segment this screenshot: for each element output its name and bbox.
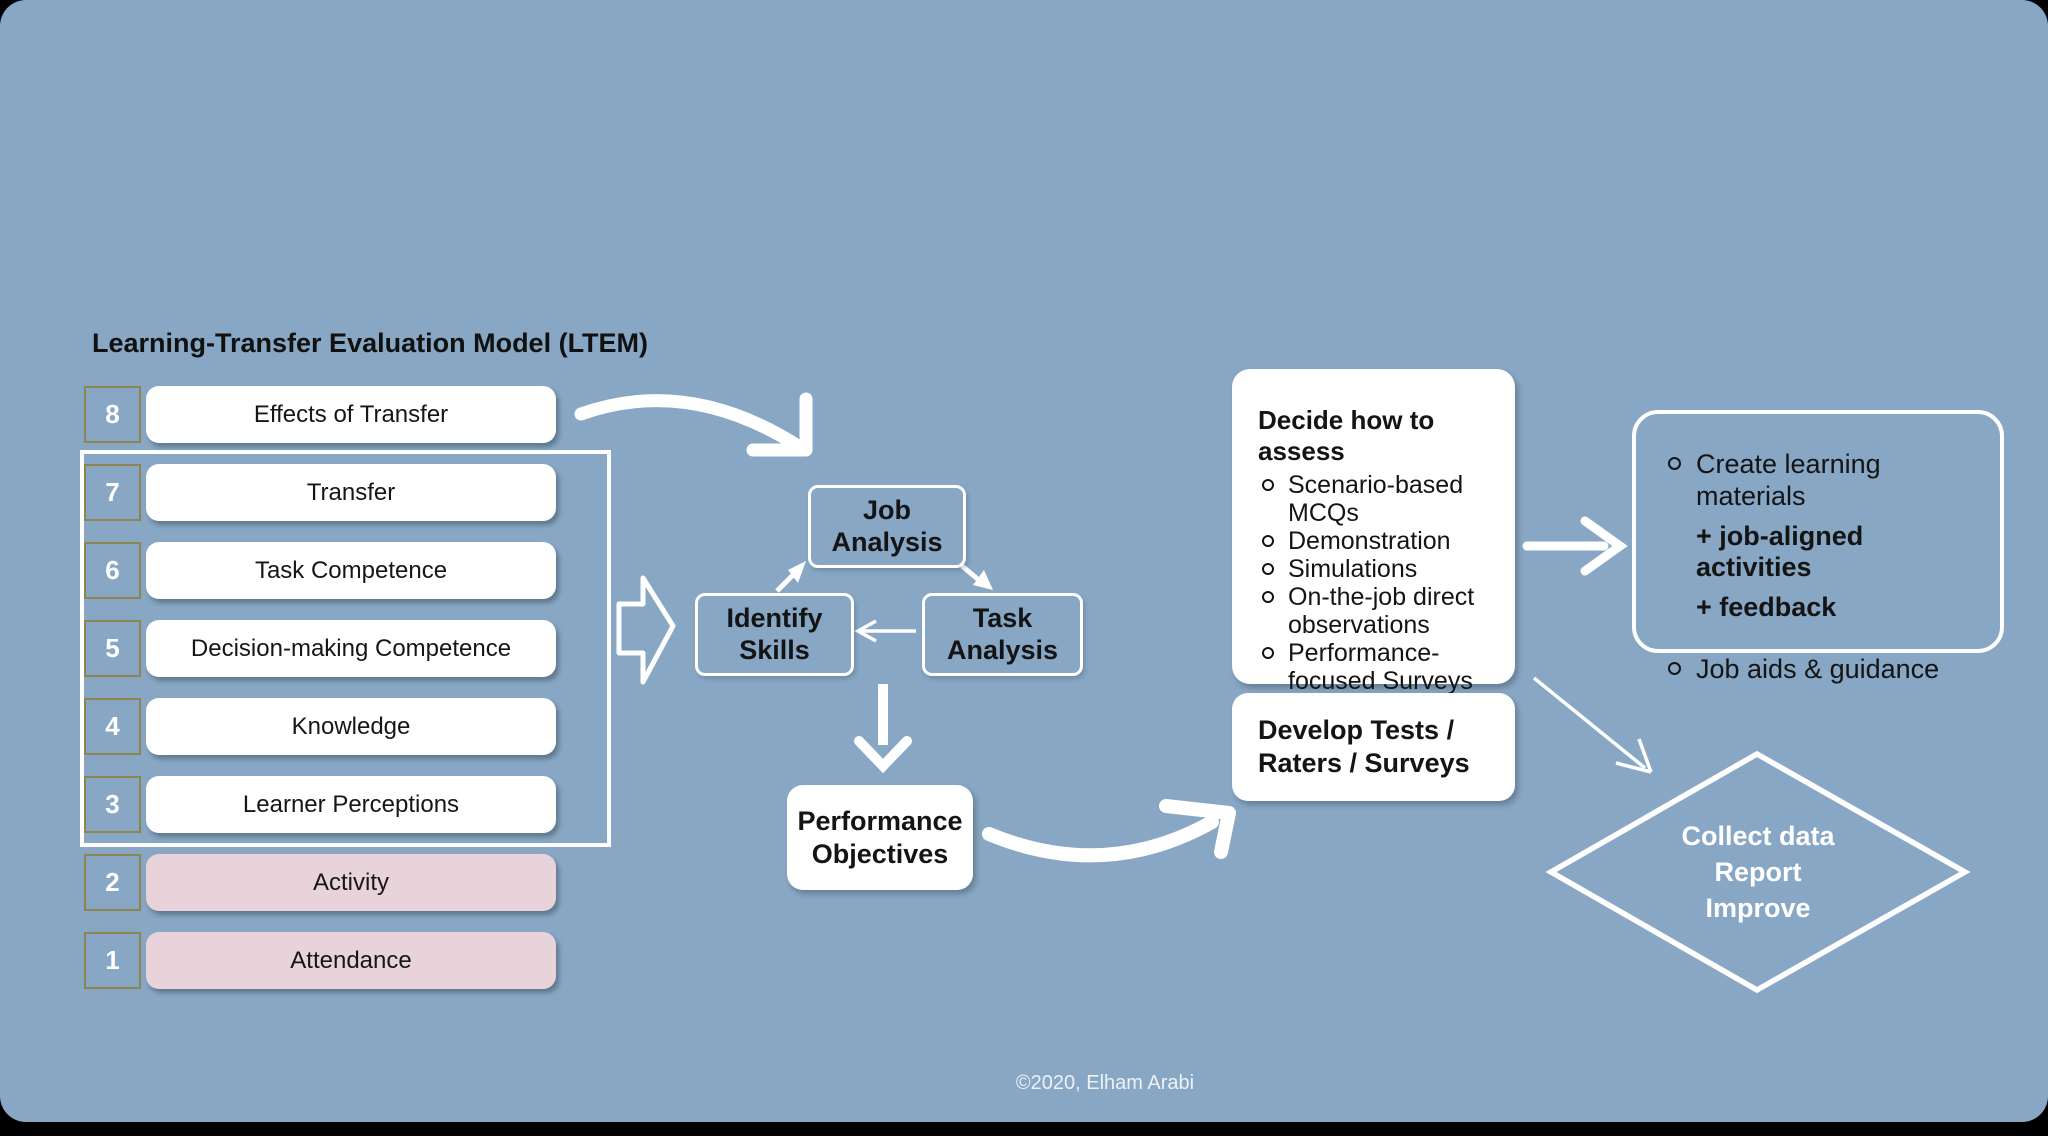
block-arrow-right-icon [616, 575, 676, 685]
materials-bold-line: + feedback [1696, 592, 1837, 622]
arrow-job-to-task-head-icon [973, 570, 993, 590]
diagram-title: Learning-Transfer Evaluation Model (LTEM… [92, 328, 649, 358]
circle-bullet-icon [1262, 647, 1274, 659]
decide-title: Decide how to assess [1258, 405, 1435, 466]
circle-bullet-icon [1668, 457, 1681, 470]
circle-bullet-icon [1262, 535, 1274, 547]
arrow-decide-to-create-head-icon [1580, 516, 1628, 576]
materials-item-label: Create learning materials [1696, 449, 1881, 511]
create-materials-box: Create learning materials + job-aligned … [1632, 410, 2004, 684]
level-6-badge: 6 [84, 542, 141, 599]
list-item: Scenario-based MCQs [1258, 471, 1499, 527]
curved-arrow-effects-to-job-icon [574, 394, 805, 453]
circle-bullet-icon [1262, 563, 1274, 575]
level-6-box: Task Competence [146, 542, 556, 599]
arrow-down-to-performance-head-icon [854, 736, 912, 774]
job-analysis-box: Job Analysis [808, 485, 966, 568]
circle-bullet-icon [1668, 662, 1681, 675]
level-5-badge: 5 [84, 620, 141, 677]
arrow-to-diamond-head-icon [1615, 738, 1653, 774]
arrow-to-diamond-icon [1532, 676, 1647, 770]
curved-arrow-performance-to-develop-icon [982, 815, 1219, 863]
circle-bullet-icon [1262, 591, 1274, 603]
diamond-line: Improve [1705, 893, 1811, 923]
level-5-box: Decision-making Competence [146, 620, 556, 677]
arrow-identify-to-job-icon [775, 571, 797, 593]
list-item: Create learning materials [1664, 448, 1986, 512]
level-4-badge: 4 [84, 698, 141, 755]
list-item: On-the-job direct observations [1258, 583, 1499, 639]
arrow-task-to-identify-head-icon [854, 619, 877, 643]
diamond-collect-data-label: Collect data Report Improve [1608, 818, 1908, 926]
develop-tests-box: Develop Tests / Raters / Surveys [1232, 693, 1515, 801]
arrow-job-to-task-icon [960, 564, 982, 583]
assess-item-label: Simulations [1288, 555, 1418, 583]
level-3-box: Learner Perceptions [146, 776, 556, 833]
arrow-identify-to-job-head-icon [788, 561, 806, 583]
level-1-badge: 1 [84, 932, 141, 989]
circle-bullet-icon [1262, 479, 1274, 491]
level-3-badge: 3 [84, 776, 141, 833]
develop-tests-label: Develop Tests / Raters / Surveys [1258, 715, 1470, 778]
level-4-box: Knowledge [146, 698, 556, 755]
assess-item-label: Demonstration [1288, 527, 1451, 555]
level-8-badge: 8 [84, 386, 141, 443]
assess-item-label: Scenario-based MCQs [1288, 471, 1464, 527]
list-item: Performance-focused Surveys [1258, 639, 1499, 695]
level-8-box: Effects of Transfer [146, 386, 556, 443]
assess-item-label: Performance-focused Surveys [1288, 639, 1473, 695]
level-2-box: Activity [146, 854, 556, 911]
ltem-levels-3-7-group-outline [80, 450, 611, 847]
assess-item-label: On-the-job direct observations [1288, 583, 1475, 639]
performance-objectives-box: Performance Objectives [787, 785, 973, 890]
list-item: Simulations [1258, 555, 1499, 583]
list-item: Demonstration [1258, 527, 1499, 555]
diamond-line: Collect data [1681, 821, 1835, 851]
list-item: Job aids & guidance [1664, 653, 1986, 685]
level-7-box: Transfer [146, 464, 556, 521]
identify-skills-box: Identify Skills [695, 593, 854, 676]
copyright-text: ©2020, Elham Arabi [1015, 1072, 1195, 1094]
level-2-badge: 2 [84, 854, 141, 911]
level-7-badge: 7 [84, 464, 141, 521]
materials-item-label: Job aids & guidance [1696, 654, 1940, 684]
task-analysis-box: Task Analysis [922, 593, 1083, 676]
curved-arrow-effects-to-job-head-icon [746, 392, 813, 457]
curved-arrow-performance-to-develop-head-icon [1159, 799, 1236, 859]
materials-bold-line: + job-aligned activities [1696, 521, 1864, 582]
diamond-line: Report [1714, 857, 1802, 887]
decide-how-to-assess-box: Decide how to assess Scenario-based MCQs… [1232, 369, 1515, 695]
level-1-box: Attendance [146, 932, 556, 989]
